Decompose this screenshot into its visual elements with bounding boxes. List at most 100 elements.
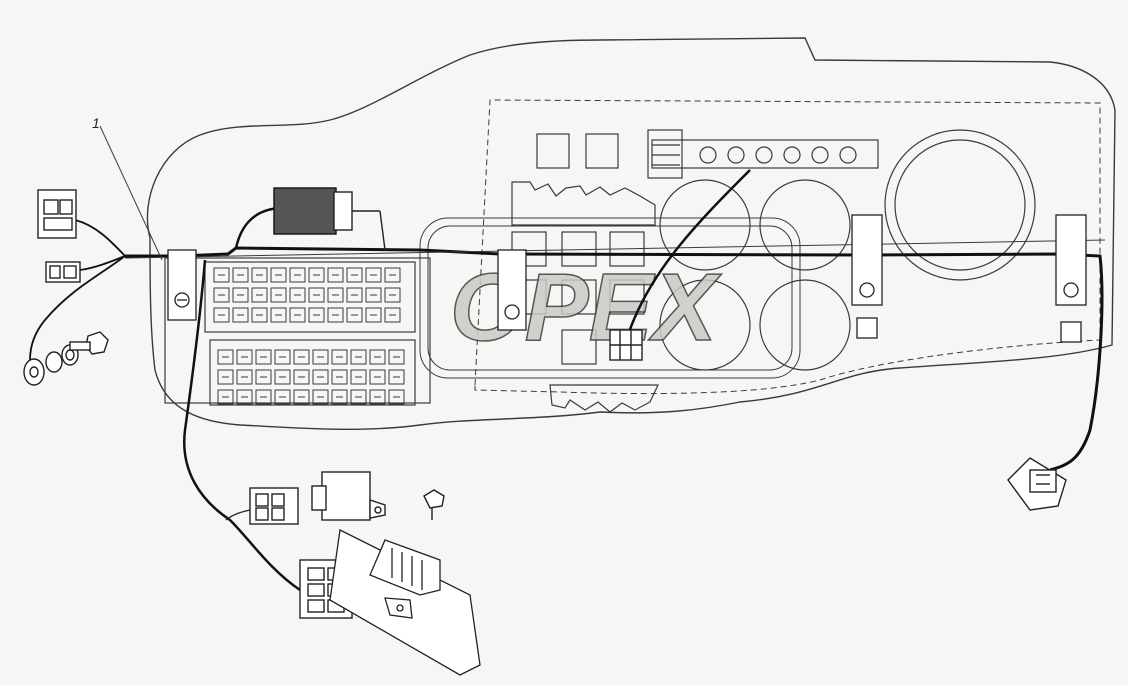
fuse-cell [365, 267, 382, 283]
fuse-cell [236, 369, 253, 385]
cluster-body-top [511, 181, 656, 226]
fuse-cell [346, 267, 363, 283]
fuse-cell [308, 267, 325, 283]
fuse-cell [255, 349, 272, 365]
fuse-cell [384, 307, 401, 323]
fuse-cell [350, 389, 367, 405]
fuse-block-upper [204, 261, 416, 333]
main-harness-wire [125, 246, 1104, 472]
fuse-cell [232, 307, 249, 323]
callout-leader-line [99, 125, 163, 261]
knob-1 [699, 146, 717, 164]
branch-cluster-connector [626, 169, 751, 336]
fuse-cell [293, 349, 310, 365]
fuse-cell [327, 307, 344, 323]
fuse-cell [236, 349, 253, 365]
fuse-cell [217, 349, 234, 365]
fuse-rows [213, 267, 405, 405]
fuse-cell [251, 307, 268, 323]
knob-5 [811, 146, 829, 164]
lamp-square-9 [561, 329, 597, 365]
fuse-cell [213, 307, 230, 323]
pigtail-wire-3 [29, 255, 126, 361]
fuse-cell [369, 389, 386, 405]
lamp-square-7 [561, 279, 597, 315]
callout-label: 1 [92, 115, 100, 131]
fuse-cell [312, 369, 329, 385]
connector-right [1007, 457, 1067, 511]
fuse-cell [274, 349, 291, 365]
fuse-cell [384, 267, 401, 283]
gauge-large [884, 129, 1036, 281]
gauges [659, 129, 1036, 371]
fuse-cell [217, 389, 234, 405]
dashboard-outline [146, 37, 1116, 431]
fuse-cell [350, 349, 367, 365]
fuse-cell [289, 307, 306, 323]
fuse-cell [255, 369, 272, 385]
pigtail-wire-2 [79, 255, 126, 271]
fuse-cell [217, 369, 234, 385]
fuse-cell [213, 287, 230, 303]
cluster-dashed-outline [474, 99, 1101, 395]
fuse-cell [289, 267, 306, 283]
fuse-cell [232, 267, 249, 283]
screw-icon [423, 489, 445, 520]
fuse-block-lower [209, 339, 416, 406]
lamp-square-1 [536, 133, 570, 169]
fuse-cell [346, 287, 363, 303]
clamp-1 [167, 249, 197, 321]
knob-3 [755, 146, 773, 164]
knob-2 [727, 146, 745, 164]
switch-strip [647, 129, 879, 179]
fuse-cell [236, 389, 253, 405]
lamp-square-2 [585, 133, 619, 169]
lamp-square-3 [511, 231, 547, 267]
clamp-2 [497, 249, 527, 331]
fuse-cell [365, 287, 382, 303]
connector-cluster [609, 329, 643, 361]
fuse-cell [289, 287, 306, 303]
connector-top-center [273, 187, 386, 251]
pigtail-wire-1 [74, 219, 126, 257]
fuse-block [164, 257, 431, 406]
relay [311, 471, 386, 521]
fuse-cell [365, 307, 382, 323]
fuse-cell [346, 307, 363, 323]
fuse-block-frame [164, 257, 431, 404]
fuse-cell [274, 389, 291, 405]
bolt-icon [69, 331, 109, 355]
fuse-cell [327, 287, 344, 303]
fuse-cell [213, 267, 230, 283]
frame-outline-outer [419, 217, 801, 379]
fuse-cell [255, 389, 272, 405]
fuse-cell [350, 369, 367, 385]
gauge-large-inner [894, 139, 1026, 271]
fuse-cell [308, 307, 325, 323]
fuse-cell [251, 267, 268, 283]
fuse-cell [369, 369, 386, 385]
fuse-cell [274, 369, 291, 385]
gauge-2 [759, 179, 851, 271]
harness-clamps [167, 214, 1087, 343]
knob-4 [783, 146, 801, 164]
branch-top-connector [234, 206, 281, 249]
watermark-text: OPEX [450, 254, 722, 361]
bracket-plate [329, 529, 481, 676]
connector-top-left [37, 189, 77, 239]
fuse-cell [369, 349, 386, 365]
harness-guide-line [124, 239, 1106, 259]
connector-relay-socket [225, 487, 299, 525]
fuse-cell [270, 267, 287, 283]
clamp-3 [851, 214, 883, 339]
fuse-cell [331, 369, 348, 385]
gauge-1 [659, 179, 751, 271]
fuse-cell [331, 349, 348, 365]
connector-small-left [45, 261, 81, 283]
fuse-cell [312, 389, 329, 405]
switch-strip-body [651, 139, 879, 169]
fuse-cell [388, 369, 405, 385]
